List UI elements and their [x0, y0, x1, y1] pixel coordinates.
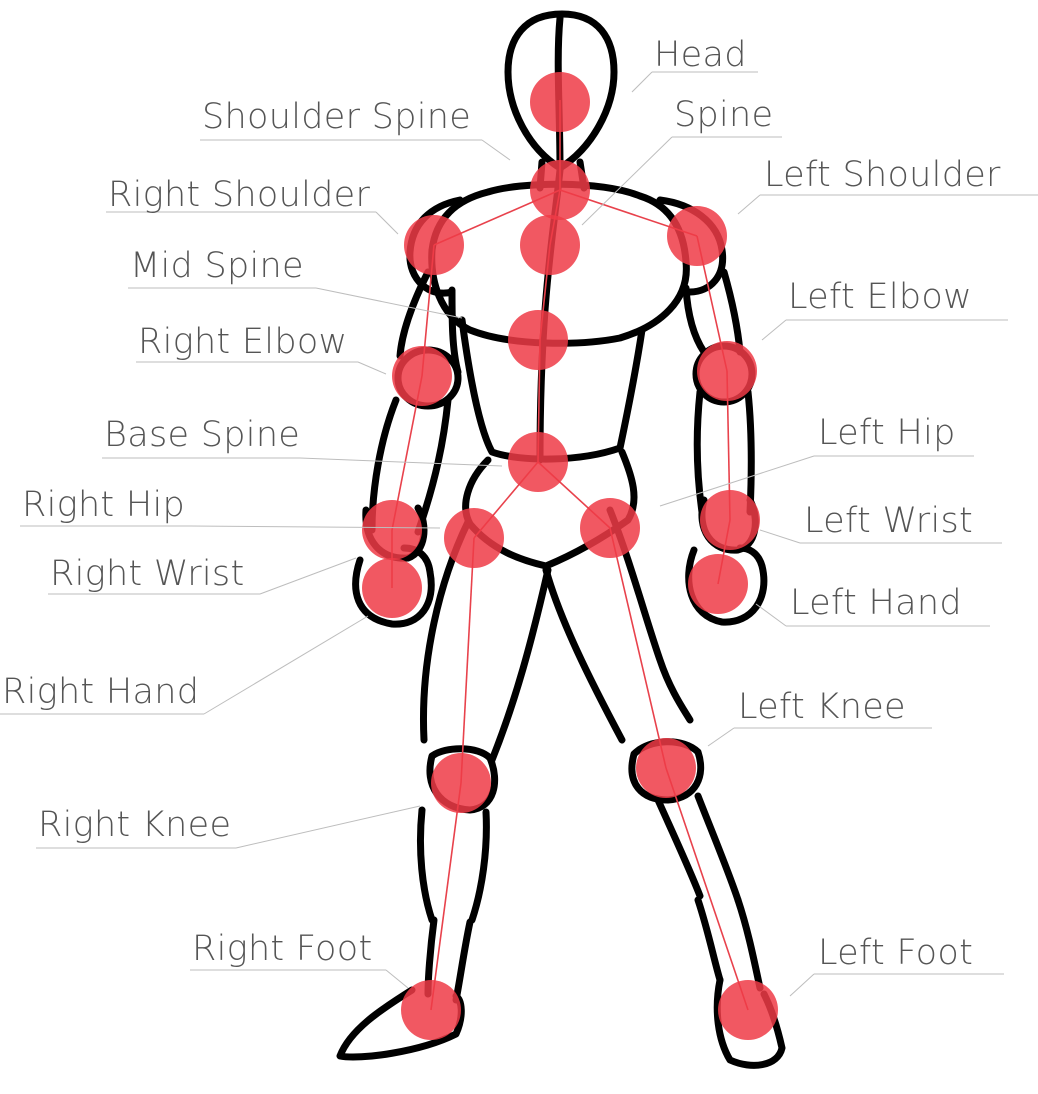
joint-left-elbow	[697, 341, 757, 401]
leader-right-elbow	[357, 361, 387, 375]
label-left-knee: Left Knee	[738, 687, 906, 727]
joint-left-hand	[688, 554, 748, 614]
leader-head	[631, 71, 653, 93]
label-right-knee: Right Knee	[38, 805, 231, 845]
label-right-elbow: Right Elbow	[138, 322, 347, 362]
label-shoulder-spine: Shoulder Spine	[202, 97, 471, 137]
joint-labels: Head Shoulder Spine Spine Right Shoulder…	[2, 35, 1001, 973]
joint-head	[530, 72, 590, 132]
joint-right-knee	[431, 753, 491, 813]
label-right-shoulder: Right Shoulder	[108, 175, 370, 215]
leader-right-hip	[189, 525, 441, 529]
bone-lhip-lknee	[609, 527, 667, 769]
label-left-wrist: Left Wrist	[804, 501, 973, 541]
pelvis-outline	[462, 448, 638, 570]
joint-right-elbow	[392, 346, 452, 406]
leader-right-shoulder	[375, 211, 399, 235]
leader-shoulder-spine	[481, 139, 511, 161]
joint-left-wrist	[700, 490, 760, 550]
left-foot-outline	[713, 976, 786, 1069]
leader-left-knee	[707, 727, 735, 747]
leader-base-spine	[299, 457, 503, 467]
joint-left-foot	[718, 980, 778, 1040]
joint-right-hip	[444, 508, 504, 568]
left-ankle-outline	[694, 896, 764, 992]
label-left-hip: Left Hip	[818, 413, 956, 453]
joint-right-foot	[401, 980, 461, 1040]
bone-rknee-rfoot	[430, 782, 462, 1011]
leader-right-wrist	[259, 557, 357, 595]
leader-left-foot	[789, 973, 815, 997]
joint-left-hip	[580, 498, 640, 558]
label-spine: Spine	[674, 95, 773, 135]
label-left-elbow: Left Elbow	[788, 277, 972, 317]
joint-left-knee	[636, 738, 696, 798]
leader-left-hand	[755, 603, 787, 627]
label-mid-spine: Mid Spine	[130, 246, 304, 286]
left-shin-outline	[654, 792, 742, 904]
leader-mid-spine	[315, 287, 463, 319]
leader-right-hand	[203, 615, 369, 715]
leader-spine	[581, 136, 673, 226]
label-left-shoulder: Left Shoulder	[764, 155, 1001, 195]
joint-right-wrist	[362, 500, 422, 560]
label-right-wrist: Right Wrist	[50, 554, 244, 594]
leader-right-knee	[235, 805, 421, 849]
label-right-foot: Right Foot	[192, 929, 373, 969]
right-hand-outline	[352, 544, 435, 628]
leader-left-shoulder	[737, 194, 761, 215]
joint-right-hand	[362, 558, 422, 618]
joint-markers	[362, 72, 778, 1040]
label-left-foot: Left Foot	[818, 933, 973, 973]
joint-base-spine	[508, 432, 568, 492]
joint-right-shoulder	[404, 215, 464, 275]
leader-left-elbow	[761, 319, 787, 341]
label-left-hand: Left Hand	[790, 583, 962, 623]
joint-left-shoulder	[667, 206, 727, 266]
label-leaders	[0, 71, 1038, 997]
leader-left-wrist	[759, 529, 801, 544]
right-shin-outline	[416, 806, 490, 924]
label-right-hand: Right Hand	[2, 672, 199, 712]
label-right-hip: Right Hip	[22, 485, 185, 525]
bone-lknee-lfoot	[665, 767, 749, 1011]
label-head: Head	[654, 35, 747, 75]
leader-left-hip	[659, 455, 815, 507]
joint-spine	[520, 215, 580, 275]
bone-rhip-rknee	[460, 537, 475, 784]
joint-shoulder-spine	[530, 160, 590, 220]
leader-right-foot	[385, 969, 409, 989]
joint-mid-spine	[508, 310, 568, 370]
label-base-spine: Base Spine	[104, 415, 300, 455]
right-foot-outline	[336, 986, 465, 1061]
